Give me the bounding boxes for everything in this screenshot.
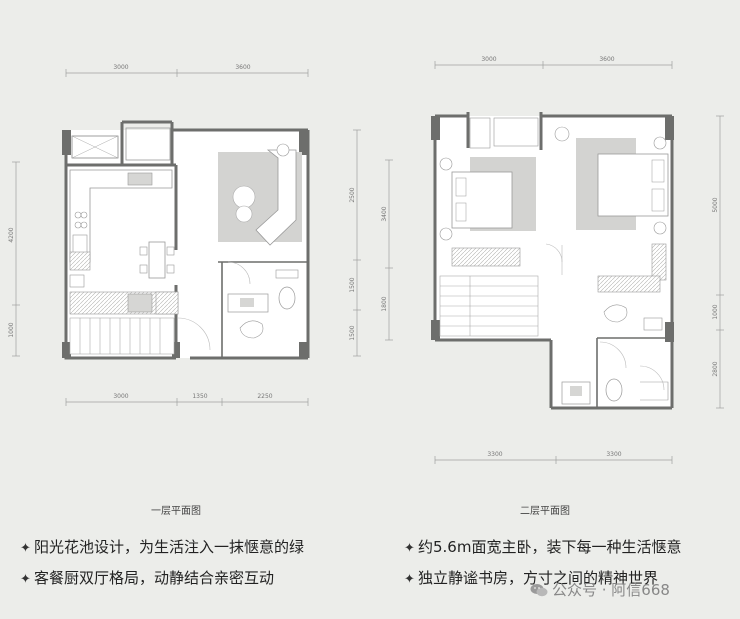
- floor1-dim-bottom-1: 3000: [113, 393, 128, 400]
- floor2-dim-left-2: 1800: [381, 296, 388, 311]
- star-bullet-icon: ✦: [20, 572, 31, 587]
- watermark: 公众号 · 阿信668: [530, 579, 670, 600]
- floor2-dim-left-1: 3400: [381, 206, 388, 221]
- feature-list-item: ✦约5.6m面宽主卧，装下每一种生活惬意: [404, 536, 681, 557]
- feature-list-item: ✦客餐厨双厅格局，动静结合亲密互动: [20, 567, 274, 588]
- floor1-dim-right-2: 1500: [349, 277, 356, 292]
- feature-text: 独立静谧书房，方寸之间的精神世界: [418, 569, 659, 587]
- feature-text: 客餐厨双厅格局，动静结合亲密互动: [34, 569, 275, 587]
- floor-plans-drawing: 3000 3600 3000 1350 2250 4200 1000 2500 …: [8, 56, 724, 464]
- floor2-dim-bottom-2: 3300: [606, 451, 621, 458]
- floor2-plan: 3000 3600 3300 3300 3400 1800 5000 1000 …: [381, 56, 724, 464]
- floor2-dim-top-1: 3000: [481, 56, 496, 63]
- floor1-dim-right-3: 1500: [349, 325, 356, 340]
- floor1-dim-top-1: 3000: [113, 64, 128, 71]
- feature-text: 阳光花池设计，为生活注入一抹惬意的绿: [34, 538, 305, 556]
- star-bullet-icon: ✦: [20, 541, 31, 556]
- floor1-dim-right-1: 2500: [349, 187, 356, 202]
- star-bullet-icon: ✦: [404, 541, 415, 556]
- feature-list-item: ✦阳光花池设计，为生活注入一抹惬意的绿: [20, 536, 304, 557]
- floor1-dim-left-2: 1000: [8, 322, 15, 337]
- floor2-dim-right-3: 2800: [712, 361, 719, 376]
- floor2-dim-top-2: 3600: [599, 56, 614, 63]
- floor1-dim-left-1: 4200: [8, 227, 15, 242]
- floor1-caption: 一层平面图: [151, 506, 201, 517]
- floor2-dim-bottom-1: 3300: [487, 451, 502, 458]
- floor2-dim-right-2: 1000: [712, 304, 719, 319]
- feature-text: 约5.6m面宽主卧，装下每一种生活惬意: [418, 538, 682, 556]
- star-bullet-icon: ✦: [404, 572, 415, 587]
- floor1-dim-top-2: 3600: [235, 64, 250, 71]
- floor2-dim-right-1: 5000: [712, 197, 719, 212]
- watermark-text: 公众号 · 阿信668: [552, 581, 670, 599]
- floor1-dim-bottom-3: 2250: [257, 393, 272, 400]
- floor1-plan: 3000 3600 3000 1350 2250 4200 1000 2500 …: [8, 64, 361, 406]
- feature-list-item: ✦独立静谧书房，方寸之间的精神世界: [404, 567, 658, 588]
- wechat-icon: [530, 584, 548, 597]
- floor2-caption: 二层平面图: [520, 506, 570, 517]
- floor1-dim-bottom-2: 1350: [192, 393, 207, 400]
